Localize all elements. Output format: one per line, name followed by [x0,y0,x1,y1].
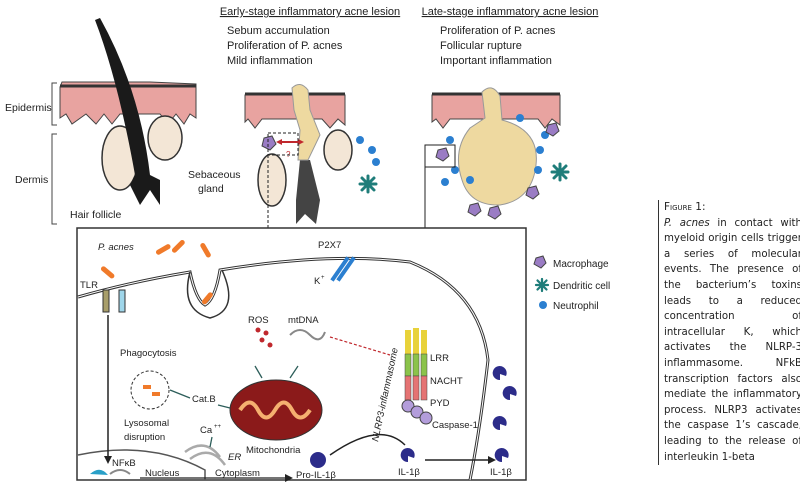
mtdna-label: mtDNA [288,315,319,326]
early-lesion: ? [244,84,380,228]
epidermis-label: Epidermis [5,102,52,114]
legend: Macrophage Dendritic cell Neutrophil [533,255,610,312]
late-lesion [424,87,570,228]
early-stage-heading: Early-stage inflammatory acne lesion [220,6,400,18]
lysosomal-label: Lysosomal [124,418,169,429]
catb-label: Cat.B [192,394,216,405]
nucleus-membrane [77,449,206,480]
p-acnes-label: P. acnes [98,242,134,253]
neutrophil [372,158,380,166]
neutrophil [356,136,364,144]
nacht-label: NACHT [430,376,463,387]
cytoplasm-label: Cytoplasm [215,468,260,479]
late-line-3: Important inflammation [440,55,552,67]
er-label: ER [228,452,241,463]
nucleus-label: Nucleus [145,468,180,479]
dendritic-cell [358,174,378,194]
sebaceous-gland-right [147,115,183,161]
neutrophil-icon [539,301,547,309]
sebaceous-label-2: gland [198,183,224,195]
caption-species: P. acnes [664,217,710,229]
late-line-2: Follicular rupture [440,40,522,52]
sebaceous-label-1: Sebaceous [188,169,241,181]
late-line-1: Proliferation of P. acnes [440,25,556,37]
early-line-1: Sebum accumulation [227,25,330,37]
nfkb-label: NFκB [112,458,136,469]
early-line-2: Proliferation of P. acnes [227,40,343,52]
phagosome [186,269,230,319]
ros-label: ROS [248,315,269,326]
hair-follicle-label: Hair follicle [70,209,122,221]
caption-title: Figure 1: [664,201,706,213]
pro-il-1b-label: Pro-IL-1β [296,470,336,481]
legend-dendritic: Dendritic cell [553,281,610,292]
early-line-3: Mild inflammation [227,55,313,67]
normal-skin: Epidermis Dermis Sebaceous gland Hair fo… [5,18,241,225]
cell-detail-panel: P. acnes TLR P2X7 K + ROS mtDNA Phagocyt… [76,227,527,482]
phagocytosis-label: Phagocytosis [120,348,177,359]
tlr-label: TLR [80,280,98,291]
legend-macrophage: Macrophage [553,259,609,270]
nlrp3-inflammasome [401,328,433,425]
pro-il-1b-icon [310,452,326,468]
dermis-label: Dermis [15,174,48,186]
hair-follicle [95,18,160,205]
il-1b-released-label: IL-1β [490,467,512,478]
caption-body: in contact with myeloid origin cells tri… [664,217,800,463]
lrr-label: LRR [430,353,449,364]
il-1b-label: IL-1β [398,467,420,478]
p2x7-label: P2X7 [318,240,341,251]
macrophage [261,135,277,151]
macrophage-icon [533,255,547,269]
ruptured-follicle [457,87,537,206]
disruption-label: disruption [124,432,165,443]
ca-label: Ca [200,425,213,436]
k-superscript: + [321,275,325,281]
pyd-label: PYD [430,398,450,409]
dendritic-cell [550,162,570,182]
legend-neutrophil: Neutrophil [553,301,599,312]
ca-superscript: ++ [214,424,222,430]
dendritic-cell-icon [534,277,550,293]
neutrophil [368,146,376,154]
figure-caption: Figure 1: P. acnes in contact with myelo… [658,200,800,466]
caspase-label: Caspase-1 [432,420,478,431]
k-label: K [314,276,321,287]
late-stage-heading: Late-stage inflammatory acne lesion [422,6,599,18]
mitochondria-label: Mitochondria [246,445,301,456]
